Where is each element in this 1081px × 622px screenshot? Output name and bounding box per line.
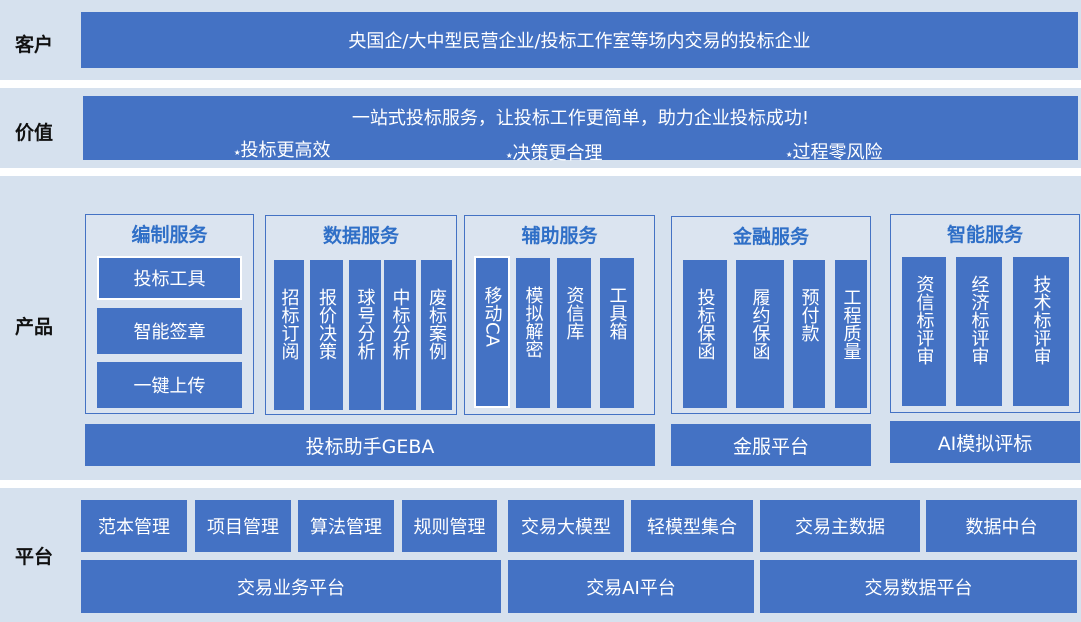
group-title: 数据服务 [322,225,399,247]
platform-base-data[interactable]: 交易数据平台 [760,560,1077,613]
star-icon: ⭑ [506,148,513,162]
customer-bar: 央国企/大中型民营企业/投标工作室等场内交易的投标企业 [81,12,1078,68]
platform-tool[interactable]: 轻模型集合 [631,500,753,552]
product-platform-ai-eval[interactable]: AI模拟评标 [890,421,1080,463]
service-item[interactable]: 移动CA [474,256,510,408]
service-item[interactable]: 资信库 [557,258,591,408]
service-item[interactable]: 球号分析 [349,260,381,410]
product-platform-geba[interactable]: 投标助手GEBA [85,424,655,466]
group-title: 金融服务 [732,226,809,248]
platform-tool[interactable]: 项目管理 [195,500,291,552]
value-headline: 一站式投标服务，让投标工作更简单，助力企业投标成功! [351,108,810,129]
service-item[interactable]: 招标订阅 [274,260,304,410]
service-item[interactable]: 投标工具 [97,256,242,300]
product-platform-finance[interactable]: 金服平台 [671,424,871,466]
service-item[interactable]: 技术标评审 [1013,257,1069,406]
platform-tool[interactable]: 算法管理 [298,500,394,552]
service-item[interactable]: 资信标评审 [902,257,946,406]
platform-tool[interactable]: 规则管理 [402,500,497,552]
customer-text: 央国企/大中型民营企业/投标工作室等场内交易的投标企业 [348,31,811,52]
service-item[interactable]: 工具箱 [600,258,634,408]
service-item[interactable]: 预付款 [793,260,825,408]
service-item[interactable]: 经济标评审 [956,257,1002,406]
platform-tool[interactable]: 交易大模型 [508,500,624,552]
service-item[interactable]: 模拟解密 [516,258,550,408]
platform-base-ai[interactable]: 交易AI平台 [508,560,754,613]
service-item[interactable]: 报价决策 [310,260,343,410]
row-label-platform: 平台 [14,546,53,568]
value-point-1: ⭑投标更高效 [234,140,331,161]
platform-tool[interactable]: 数据中台 [926,500,1077,552]
star-icon: ⭑ [234,145,241,159]
service-item[interactable]: 废标案例 [421,260,452,410]
group-title: 辅助服务 [521,225,598,247]
platform-tool[interactable]: 交易主数据 [760,500,920,552]
service-item[interactable]: 工程质量 [835,260,867,408]
platform-tool[interactable]: 范本管理 [81,500,187,552]
row-label-customer: 客户 [14,34,53,56]
platform-base-business[interactable]: 交易业务平台 [81,560,501,613]
service-item[interactable]: 履约保函 [736,260,784,408]
service-item[interactable]: 投标保函 [683,260,727,408]
group-title: 编制服务 [131,224,208,246]
value-point-3: ⭑过程零风险 [786,142,883,163]
row-label-value: 价值 [14,122,53,144]
service-item[interactable]: 中标分析 [384,260,416,410]
group-title: 智能服务 [946,224,1023,246]
row-label-product: 产品 [14,316,53,338]
service-item[interactable]: 智能签章 [97,308,242,354]
star-icon: ⭑ [786,147,793,161]
service-item[interactable]: 一键上传 [97,362,242,408]
value-point-2: ⭑决策更合理 [506,143,603,164]
value-bar: 一站式投标服务，让投标工作更简单，助力企业投标成功! [83,96,1078,160]
